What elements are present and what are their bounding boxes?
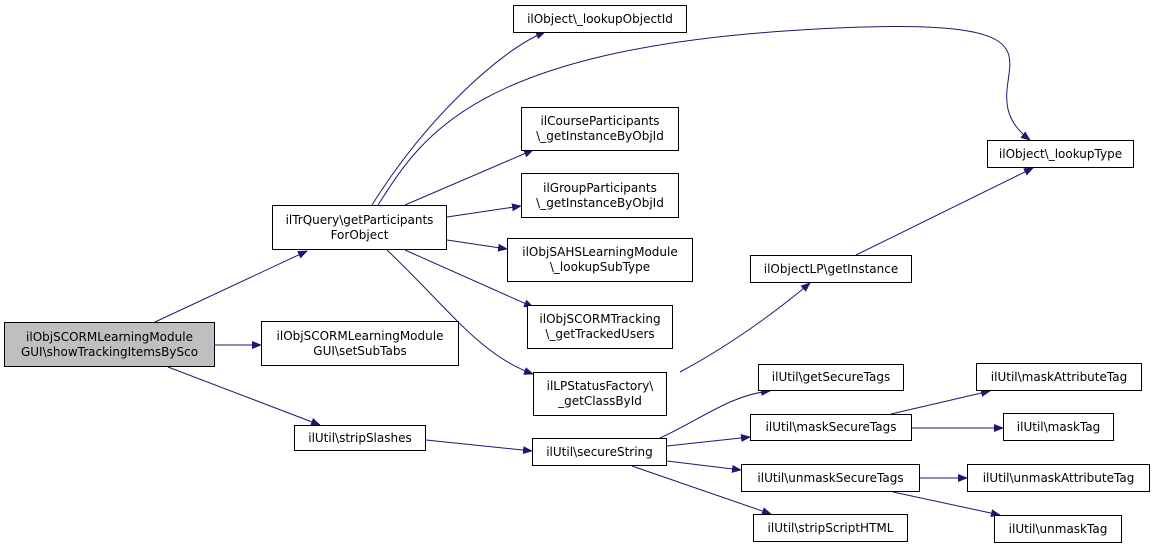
edge-unmasksecuretags-to-unmasktag [892, 491, 1001, 518]
node-root: ilObjSCORMLearningModule GUI\showTrackin… [4, 322, 215, 367]
node-sahslookupsubtype-line-1: ilObjSAHSLearningModule [522, 245, 678, 259]
edge-lpstatusfactory-to-objectlp [679, 282, 811, 373]
node-trquery-line-1: ilTrQuery\getParticipants [285, 212, 434, 227]
edge-root-to-trquery [154, 250, 308, 323]
edge-trquery-to-scormtracking [404, 249, 534, 308]
edge-trquery-to-groupparticipants [446, 203, 522, 218]
edge-trquery-to-sahslookupsubtype [446, 239, 508, 252]
node-objectlp-line-1: ilObjectLP\getInstance [763, 261, 899, 276]
edge-objectlp-to-lookuptype [855, 167, 1034, 256]
node-trquery[interactable]: ilTrQuery\getParticipants ForObject [272, 205, 447, 250]
edge-trquery-to-lpstatusfactory [386, 249, 534, 375]
node-scormtracking-line-1: ilObjSCORMTracking [539, 312, 661, 326]
node-groupparticipants-line-2: \_getInstanceByObjId [536, 195, 664, 210]
node-masktag-line-1: ilUtil\maskTag [1016, 419, 1101, 434]
node-securestring[interactable]: ilUtil\secureString [532, 438, 667, 466]
node-objectlp[interactable]: ilObjectLP\getInstance [750, 255, 912, 283]
node-courseparticipants[interactable]: ilCourseParticipants \_getInstanceByObjI… [521, 107, 679, 151]
edge-layer [154, 26, 1034, 518]
node-setsubtabs-line-2: GUI\setSubTabs [313, 343, 407, 358]
node-scormtracking-line-2: \_getTrackedUsers [545, 327, 655, 341]
node-masktag[interactable]: ilUtil\maskTag [1003, 413, 1114, 441]
edge-trquery-to-lookupobjectid [371, 31, 546, 206]
node-sahslookupsubtype[interactable]: ilObjSAHSLearningModule \_lookupSubType [507, 238, 693, 282]
node-unmasksecuretags-line-1: ilUtil\unmaskSecureTags [757, 470, 904, 485]
edge-trquery-to-courseparticipants [404, 149, 534, 206]
node-getsecuretags-line-1: ilUtil\getSecureTags [771, 370, 891, 384]
node-stripslashes-line-1: ilUtil\stripSlashes [308, 430, 412, 445]
edge-securestring-to-unmasksecuretags [666, 460, 742, 473]
node-unmaskattributetag[interactable]: ilUtil\unmaskAttributeTag [967, 464, 1150, 492]
node-root-line-1: ilObjSCORMLearningModule [26, 329, 193, 344]
node-unmasksecuretags[interactable]: ilUtil\unmaskSecureTags [741, 464, 920, 492]
node-unmaskattributetag-line-1: ilUtil\unmaskAttributeTag [982, 470, 1135, 485]
edge-root-to-stripslashes [167, 366, 321, 426]
node-securestring-line-1: ilUtil\secureString [546, 444, 653, 459]
edge-masksecuretags-to-maskattributetag [890, 389, 991, 415]
edge-securestring-to-getsecuretags [659, 387, 771, 439]
node-lpstatusfactory[interactable]: ilLPStatusFactory\ _getClassById [533, 372, 667, 416]
node-lpstatusfactory-line-1: ilLPStatusFactory\ [546, 379, 654, 393]
node-stripscripthtml[interactable]: ilUtil\stripScriptHTML [753, 514, 908, 542]
edge-trquery-to-lookuptype [377, 26, 1031, 206]
node-unmasktag[interactable]: ilUtil\unmaskTag [994, 515, 1122, 543]
edge-securestring-to-stripscripthtml [631, 465, 772, 515]
node-setsubtabs[interactable]: ilObjSCORMLearningModule GUI\setSubTabs [261, 321, 459, 366]
node-maskattributetag-line-1: ilUtil\maskAttributeTag [990, 369, 1128, 384]
node-groupparticipants-line-1: ilGroupParticipants [543, 180, 657, 195]
node-stripscripthtml-line-1: ilUtil\stripScriptHTML [767, 520, 894, 535]
node-lpstatusfactory-line-2: _getClassById [558, 394, 642, 408]
node-getsecuretags[interactable]: ilUtil\getSecureTags [758, 364, 904, 391]
node-masksecuretags[interactable]: ilUtil\maskSecureTags [750, 414, 912, 441]
node-stripslashes[interactable]: ilUtil\stripSlashes [294, 425, 426, 451]
node-lookuptype-line-1: ilObject\_lookupType [998, 146, 1123, 161]
node-sahslookupsubtype-line-2: \_lookupSubType [549, 260, 651, 274]
node-root-line-2: GUI\showTrackingItemsBySco [20, 344, 199, 359]
node-unmasktag-line-1: ilUtil\unmaskTag [1008, 521, 1108, 536]
edge-stripslashes-to-securestring [425, 439, 533, 455]
node-groupparticipants[interactable]: ilGroupParticipants \_getInstanceByObjId [521, 173, 679, 218]
edge-securestring-to-masksecuretags [666, 433, 751, 447]
node-trquery-line-2: ForObject [330, 227, 389, 242]
node-lookupobjectid[interactable]: ilObject\_lookupObjectId [513, 5, 687, 33]
node-maskattributetag[interactable]: ilUtil\maskAttributeTag [976, 363, 1142, 391]
node-courseparticipants-line-1: ilCourseParticipants [540, 114, 660, 128]
node-lookuptype[interactable]: ilObject\_lookupType [987, 140, 1134, 168]
node-setsubtabs-line-1: ilObjSCORMLearningModule [276, 328, 444, 343]
node-masksecuretags-line-1: ilUtil\maskSecureTags [765, 420, 897, 434]
node-scormtracking[interactable]: ilObjSCORMTracking \_getTrackedUsers [527, 305, 673, 349]
node-courseparticipants-line-2: \_getInstanceByObjId [536, 129, 664, 143]
node-lookupobjectid-line-1: ilObject\_lookupObjectId [527, 11, 673, 26]
